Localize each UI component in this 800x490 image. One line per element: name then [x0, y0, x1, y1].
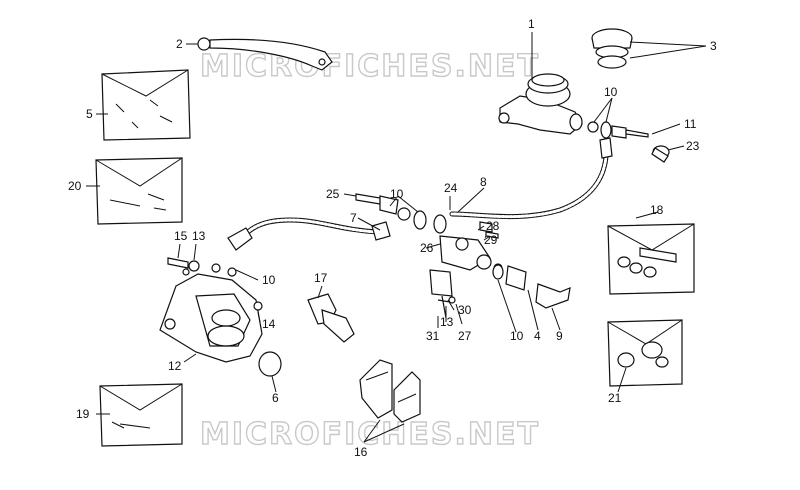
callout-10-upper: 10 — [604, 85, 618, 99]
brake-pad-17 — [307, 293, 355, 343]
package-19 — [99, 383, 183, 447]
callout-21: 21 — [608, 391, 622, 405]
callout-19: 19 — [76, 407, 90, 421]
callout-27: 27 — [458, 329, 472, 343]
brake-lever — [197, 37, 333, 71]
callout-14: 14 — [262, 317, 276, 331]
callout-10-right: 10 — [510, 329, 524, 343]
callout-3: 3 — [710, 39, 717, 53]
callout-10-mid: 10 — [390, 187, 404, 201]
cap-23 — [651, 145, 670, 163]
seal-disc — [258, 351, 282, 377]
callout-12: 12 — [168, 359, 182, 373]
brake-hose-upper — [449, 137, 613, 220]
master-cylinder — [498, 73, 583, 135]
brake-caliper — [159, 263, 263, 363]
callout-31: 31 — [426, 329, 440, 343]
leader-lines — [86, 32, 707, 443]
callout-17: 17 — [314, 271, 328, 285]
callout-13-mid: 13 — [440, 315, 454, 329]
reservoir-cap — [591, 28, 633, 69]
callout-5: 5 — [86, 107, 93, 121]
callout-28: 28 — [486, 219, 500, 233]
callout-10-caliper: 10 — [262, 273, 276, 287]
callout-1: 1 — [528, 17, 535, 31]
callout-8: 8 — [480, 175, 487, 189]
callout-13-left: 13 — [192, 229, 206, 243]
callout-15: 15 — [174, 229, 188, 243]
callout-2: 2 — [176, 37, 183, 51]
callout-6: 6 — [272, 391, 279, 405]
brake-hose-lower — [227, 217, 391, 251]
callout-25: 25 — [326, 187, 340, 201]
banjo-bolt-upper — [587, 121, 649, 139]
callout-20: 20 — [68, 179, 82, 193]
bolt-25-fittings — [355, 193, 447, 234]
watermark-top: MICROFICHES.NET — [200, 49, 540, 84]
callout-16: 16 — [354, 445, 368, 459]
callout-18: 18 — [650, 203, 664, 217]
caliper-bolt — [167, 257, 200, 272]
package-5 — [101, 69, 191, 141]
package-21 — [607, 319, 683, 387]
callout-9: 9 — [556, 329, 563, 343]
switch-fittings — [492, 264, 571, 309]
callout-26: 26 — [420, 241, 434, 255]
callout-23: 23 — [686, 139, 700, 153]
callout-30: 30 — [458, 303, 472, 317]
package-20 — [95, 157, 183, 225]
callout-7: 7 — [350, 211, 357, 225]
brake-pads-16 — [359, 359, 421, 423]
callout-11: 11 — [684, 117, 697, 131]
callout-29: 29 — [484, 233, 498, 247]
callout-4: 4 — [534, 329, 541, 343]
callout-24: 24 — [444, 181, 458, 195]
package-18 — [607, 223, 695, 295]
callout-labels: 1 2 3 5 10 11 23 20 25 24 8 7 10 18 15 1… — [68, 17, 717, 459]
